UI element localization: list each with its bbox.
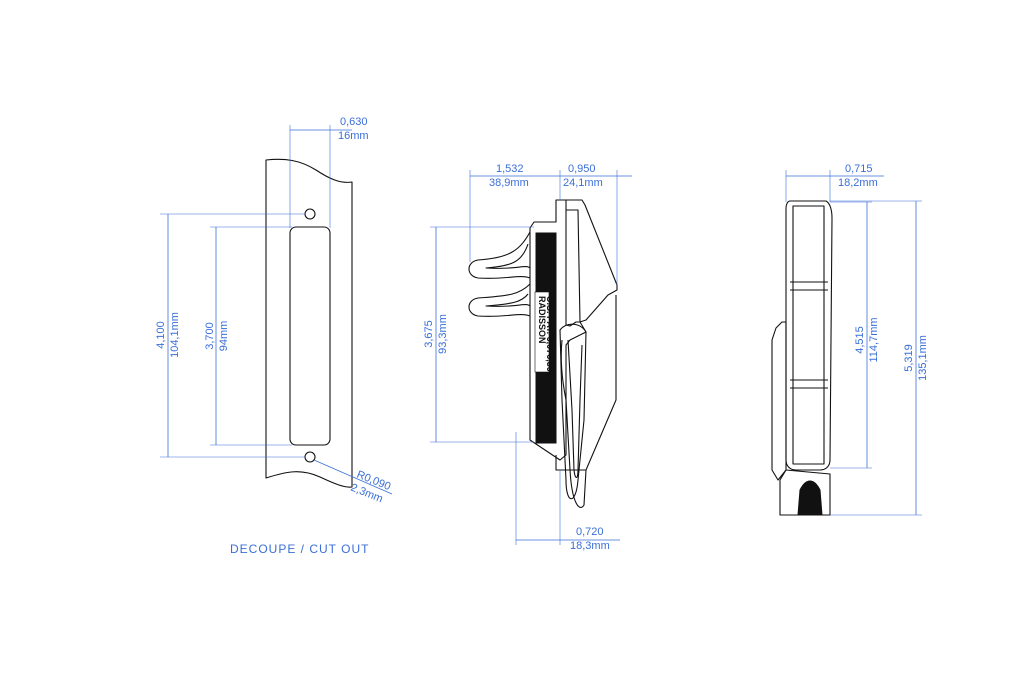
side-finger-loop-top-inner bbox=[485, 243, 531, 269]
front-base-shading bbox=[797, 480, 823, 516]
side-spring-outer bbox=[559, 323, 587, 500]
side-base-in: 0,720 bbox=[576, 526, 604, 538]
side-depth-mm: 38,9mm bbox=[489, 177, 529, 189]
side-label-line2: U.S. PAT. 6,076,304 bbox=[545, 296, 555, 377]
front-overall-in: 5,319 bbox=[903, 344, 915, 372]
cutout-hole-bottom bbox=[304, 451, 316, 463]
front-inner-mm: 114,7mm bbox=[868, 317, 880, 362]
side-body-mm: 93,3mm bbox=[437, 314, 449, 354]
side-depth-in: 1,532 bbox=[496, 163, 524, 175]
cutout-hole-top bbox=[304, 208, 316, 220]
cutout-view: 0,630 16mm 4,100 104,1mm 3,700 94mm R0,0… bbox=[155, 116, 392, 556]
side-handle-in: 0,950 bbox=[568, 163, 596, 175]
cutout-caption: DECOUPE / CUT OUT bbox=[230, 542, 369, 556]
cutout-slot bbox=[289, 226, 331, 446]
side-finger-loop-bottom-inner bbox=[485, 293, 531, 307]
side-label-panel bbox=[534, 291, 550, 373]
side-handle-mm: 24,1mm bbox=[563, 177, 603, 189]
front-width-in: 0,715 bbox=[845, 163, 873, 175]
front-latch-tab bbox=[771, 321, 787, 481]
cutout-plate bbox=[265, 158, 353, 488]
side-label-line1: RADISSON bbox=[537, 296, 547, 344]
side-view: RADISSON U.S. PAT. 6,076,304 1,532 38,9m… bbox=[423, 163, 632, 552]
front-handle-body bbox=[785, 200, 833, 471]
front-inner-in: 4,515 bbox=[854, 326, 866, 354]
side-handle-top bbox=[557, 199, 618, 323]
front-handle-inner bbox=[792, 205, 825, 465]
front-width-mm: 18,2mm bbox=[838, 177, 878, 189]
front-view: 0,715 18,2mm 4,515 114,7mm 5,319 135,1mm bbox=[771, 163, 929, 516]
side-finger-loop-top bbox=[468, 231, 531, 279]
cutout-width-mm: 16mm bbox=[338, 130, 369, 142]
side-base bbox=[555, 455, 586, 471]
cutout-slot-mm: 94mm bbox=[218, 321, 230, 352]
cutout-width-in: 0,630 bbox=[340, 116, 368, 128]
side-body-in: 3,675 bbox=[423, 320, 435, 348]
side-finger-loop-bottom bbox=[468, 283, 531, 317]
cutout-height-in: 4,100 bbox=[155, 321, 167, 349]
cutout-height-mm: 104,1mm bbox=[169, 312, 181, 358]
front-overall-mm: 135,1mm bbox=[917, 335, 929, 381]
cutout-slot-in: 3,700 bbox=[204, 322, 216, 350]
side-base-mm: 18,3mm bbox=[570, 540, 610, 552]
